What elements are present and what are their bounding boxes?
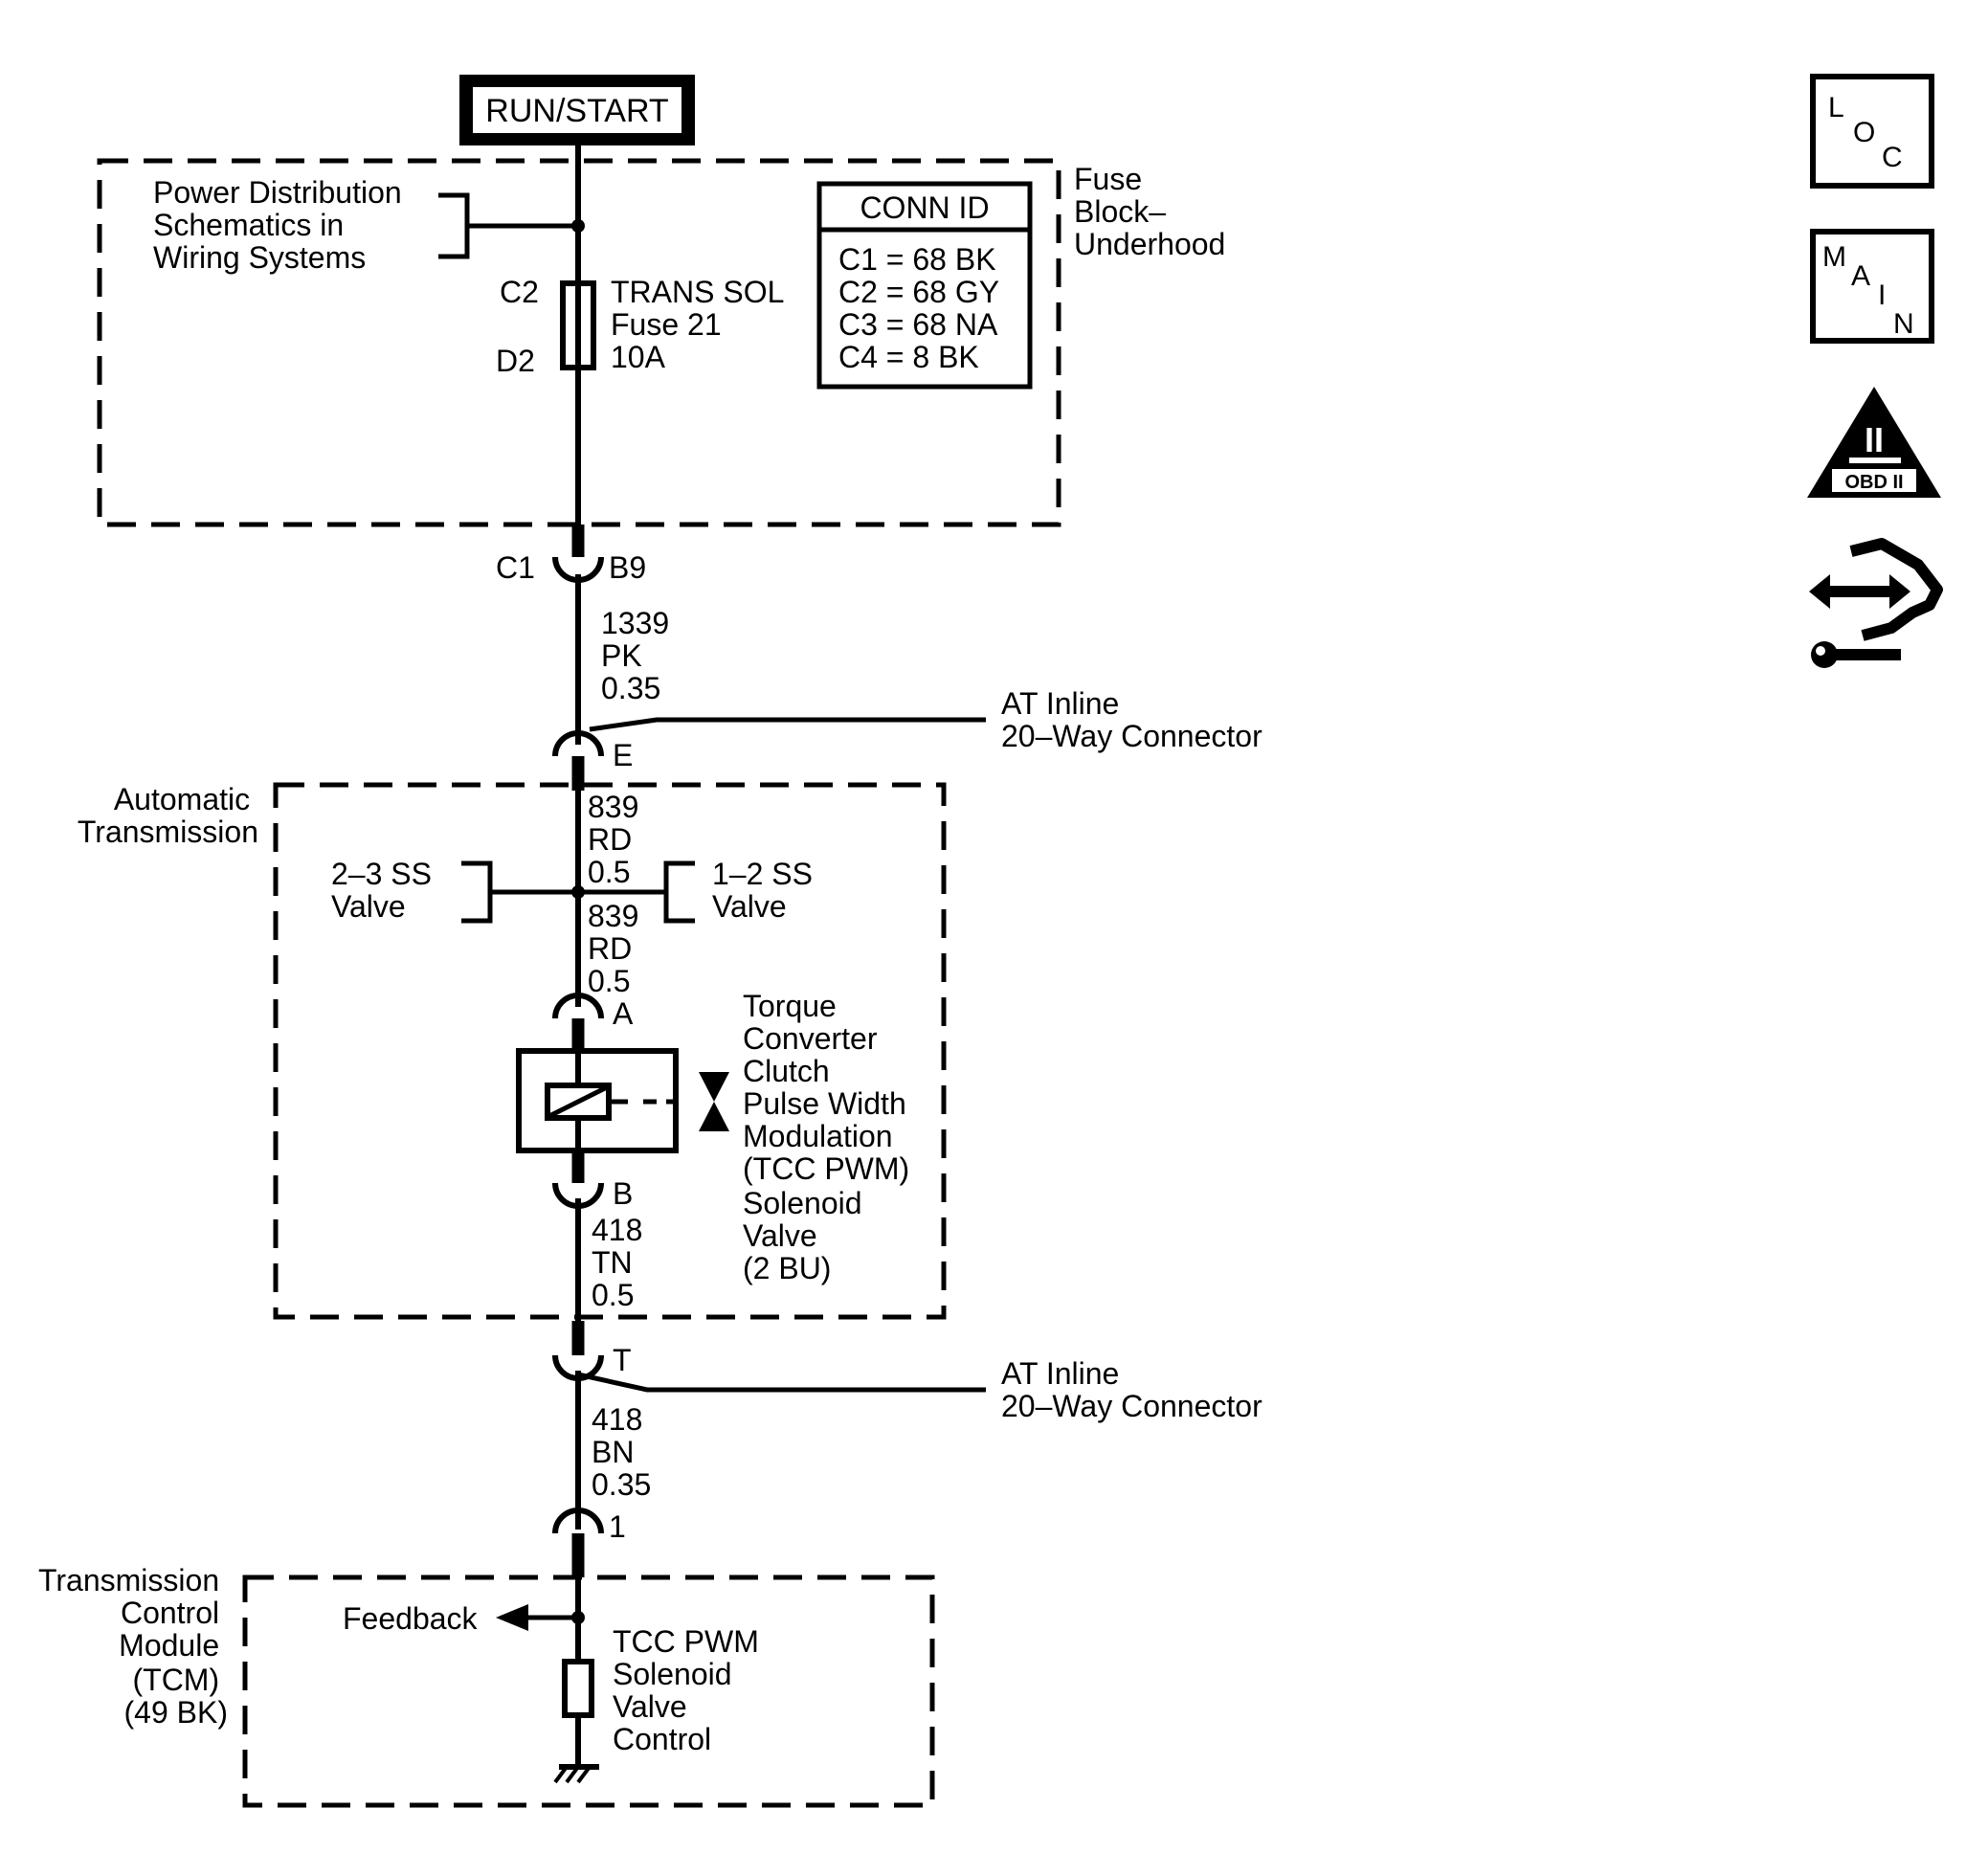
shift-solenoid-1-2-reference: 1–2 SS Valve — [712, 857, 821, 924]
wire-418-tn-label: 418 TN 0.5 — [592, 1213, 651, 1312]
solenoid-pin-b: B — [613, 1176, 633, 1211]
transmission-label: Automatic Transmission — [78, 782, 258, 849]
inline-bottom-leader — [577, 1372, 986, 1393]
svg-text:N: N — [1893, 308, 1914, 340]
conn-id-table: CONN ID C1 = 68 BK C2 = 68 GY C3 = 68 NA… — [816, 181, 1033, 390]
conn-id-rows: C1 = 68 BK C2 = 68 GY C3 = 68 NA C4 = 8 … — [838, 242, 1007, 374]
inline-top-leader — [589, 717, 986, 732]
inline-t-pin: T — [613, 1343, 632, 1377]
svg-text:OBD II: OBD II — [1844, 472, 1903, 493]
svg-text:I: I — [1878, 279, 1886, 311]
wire-1339-label: 1339 PK 0.35 — [601, 606, 678, 705]
transmission-boundary — [273, 782, 947, 1320]
c1-connector-label: C1 — [496, 550, 535, 585]
inline-bottom-label: AT Inline 20–Way Connector — [1001, 1356, 1262, 1423]
svg-text:II: II — [1865, 420, 1884, 459]
wire-839-upper-label: 839 RD 0.5 — [588, 790, 647, 889]
power-source-label: RUN/START — [485, 93, 668, 129]
power-source-box: RUN/START — [459, 75, 695, 145]
driver-resistor — [562, 1659, 594, 1718]
svg-text:L: L — [1828, 92, 1844, 123]
valve-icon — [699, 1072, 729, 1102]
feedback-arrow-icon — [496, 1604, 528, 1631]
wire-418-bn-label: 418 BN 0.35 — [592, 1402, 651, 1502]
c1-pin-label: B9 — [609, 550, 646, 585]
svg-text:O: O — [1853, 117, 1875, 148]
svg-text:C: C — [1882, 142, 1903, 173]
main-icon[interactable]: M A I N — [1810, 229, 1934, 344]
tcm-boundary — [242, 1574, 935, 1808]
solenoid-pin-a: A — [613, 996, 634, 1031]
left-reference-bracket — [461, 860, 493, 924]
right-reference-bracket — [663, 860, 695, 924]
loc-icon[interactable]: L O C — [1810, 74, 1934, 189]
tcc-pwm-control-label: TCC PWM Solenoid Valve Control — [613, 1624, 768, 1756]
reference-bracket — [438, 192, 470, 259]
tcc-pwm-solenoid — [516, 1048, 729, 1153]
fuse-top-pin: C2 — [500, 275, 539, 309]
inline-e-pin: E — [613, 738, 633, 772]
fuse-label: TRANS SOL Fuse 21 10A — [611, 275, 792, 374]
conn-id-title: CONN ID — [860, 190, 989, 225]
ground-icon — [553, 1764, 599, 1784]
tcm-female-terminal — [552, 1508, 604, 1534]
fuse-block-label: Fuse Block– Underhood — [1074, 162, 1225, 261]
power-distribution-reference: Power Distribution Schematics in Wiring … — [153, 175, 411, 275]
shift-solenoid-2-3-reference: 2–3 SS Valve — [331, 857, 440, 924]
fuse-bottom-pin: D2 — [496, 344, 535, 378]
inline-e-female-terminal — [552, 730, 604, 757]
svg-text:M: M — [1822, 241, 1846, 273]
svg-text:A: A — [1851, 260, 1870, 292]
tcm-label: Transmission Control Module (TCM) (49 BK… — [38, 1563, 228, 1730]
feedback-label: Feedback — [343, 1601, 479, 1636]
tcm-pin: 1 — [609, 1509, 626, 1544]
tcc-pwm-solenoid-label: Torque Converter Clutch Pulse Width Modu… — [743, 989, 918, 1285]
diagnostic-hand-icon[interactable] — [1809, 538, 1943, 668]
wire-839-lower-label: 839 RD 0.5 — [588, 899, 647, 998]
solenoid-a-female-terminal — [552, 993, 604, 1019]
inline-top-label: AT Inline 20–Way Connector — [1001, 686, 1262, 753]
obd-ii-icon[interactable]: II OBD II — [1807, 387, 1941, 498]
